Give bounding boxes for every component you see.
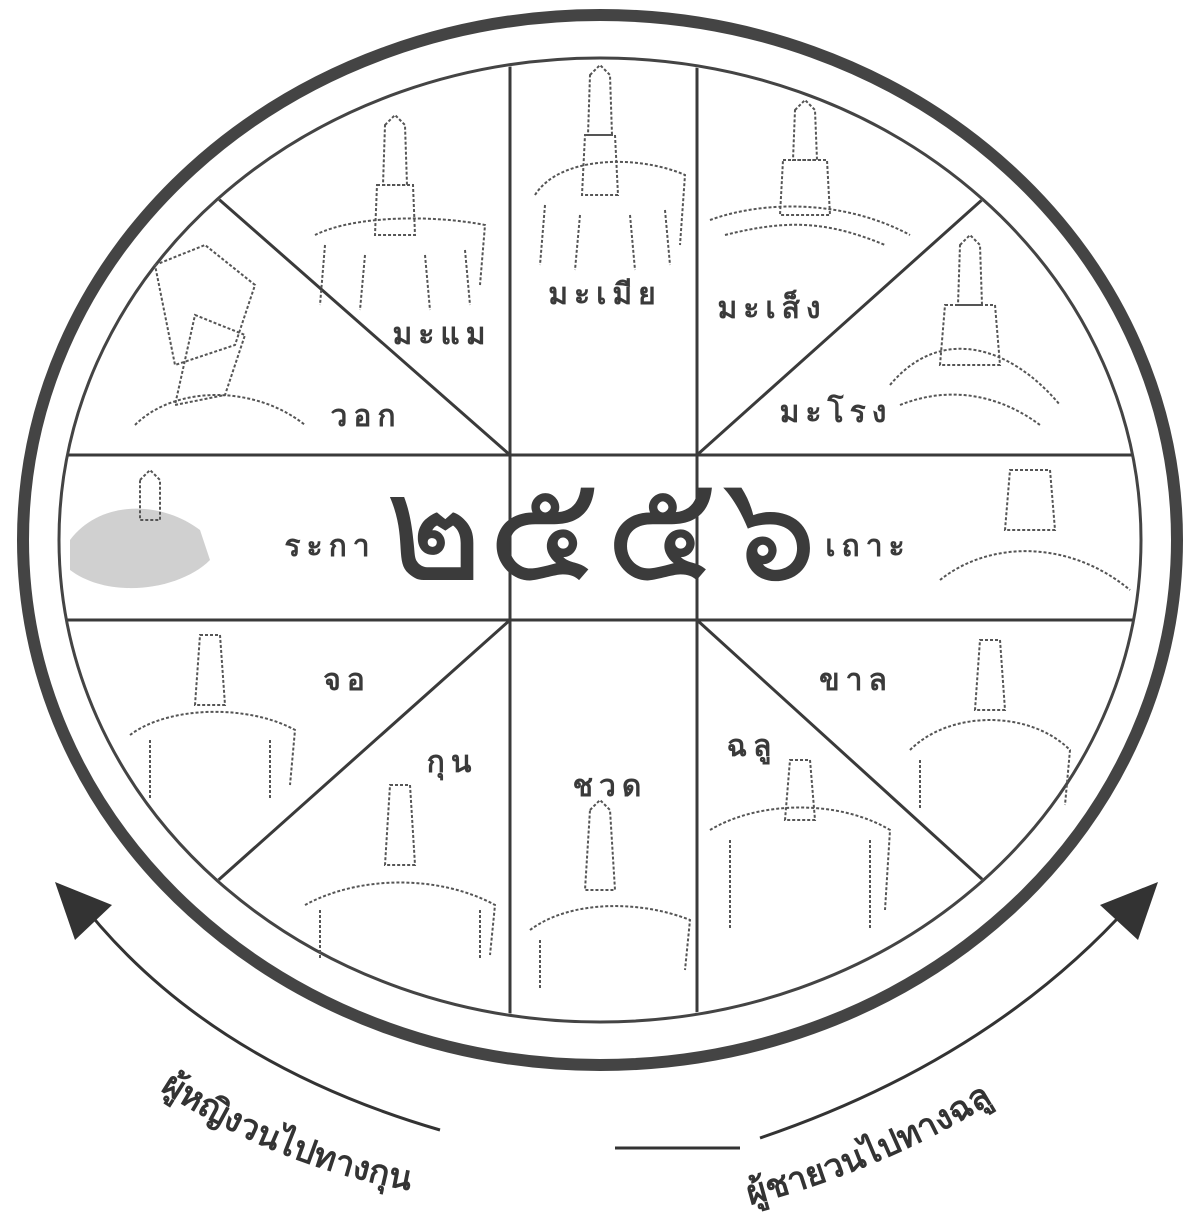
label-rabbit: เถาะ [825, 529, 910, 564]
rabbit-figure [940, 470, 1130, 590]
rooster-figure [70, 470, 210, 588]
label-monkey: วอก [330, 399, 401, 434]
dog-figure [130, 635, 295, 800]
label-rooster: ระกา [284, 529, 375, 564]
tiger-figure [910, 640, 1070, 810]
label-tiger: ขาล [819, 663, 893, 698]
snake-figure [710, 100, 910, 245]
label-goat: มะแม [393, 317, 492, 352]
rat-figure [530, 800, 690, 990]
arrow-left-caption: ผู้หญิงวนไปทางกุน [155, 1064, 416, 1199]
year-label: ๒๕๕๖ [384, 442, 821, 616]
label-dog: จอ [323, 663, 371, 698]
svg-text:ผู้หญิงวนไปทางกุน: ผู้หญิงวนไปทางกุน [155, 1064, 416, 1199]
svg-text:ผู้ชายวนไปทางฉลู: ผู้ชายวนไปทางฉลู [742, 1075, 999, 1214]
pig-figure [305, 785, 495, 960]
label-pig: กุน [427, 745, 478, 781]
goat-figure [315, 115, 485, 310]
right-arrowhead-icon [1100, 882, 1158, 940]
horse-figure [535, 65, 685, 270]
label-rat: ชวด [573, 769, 648, 804]
ox-figure [710, 760, 890, 930]
label-dragon: มะโรง [780, 393, 893, 430]
monkey-figure [135, 245, 305, 425]
label-horse: มะเมีย [548, 277, 662, 312]
arrow-right-caption: ผู้ชายวนไปทางฉลู [742, 1075, 999, 1214]
dragon-figure [890, 235, 1060, 425]
label-snake: มะเส็ง [717, 289, 826, 326]
label-ox: ฉลู [727, 729, 778, 765]
